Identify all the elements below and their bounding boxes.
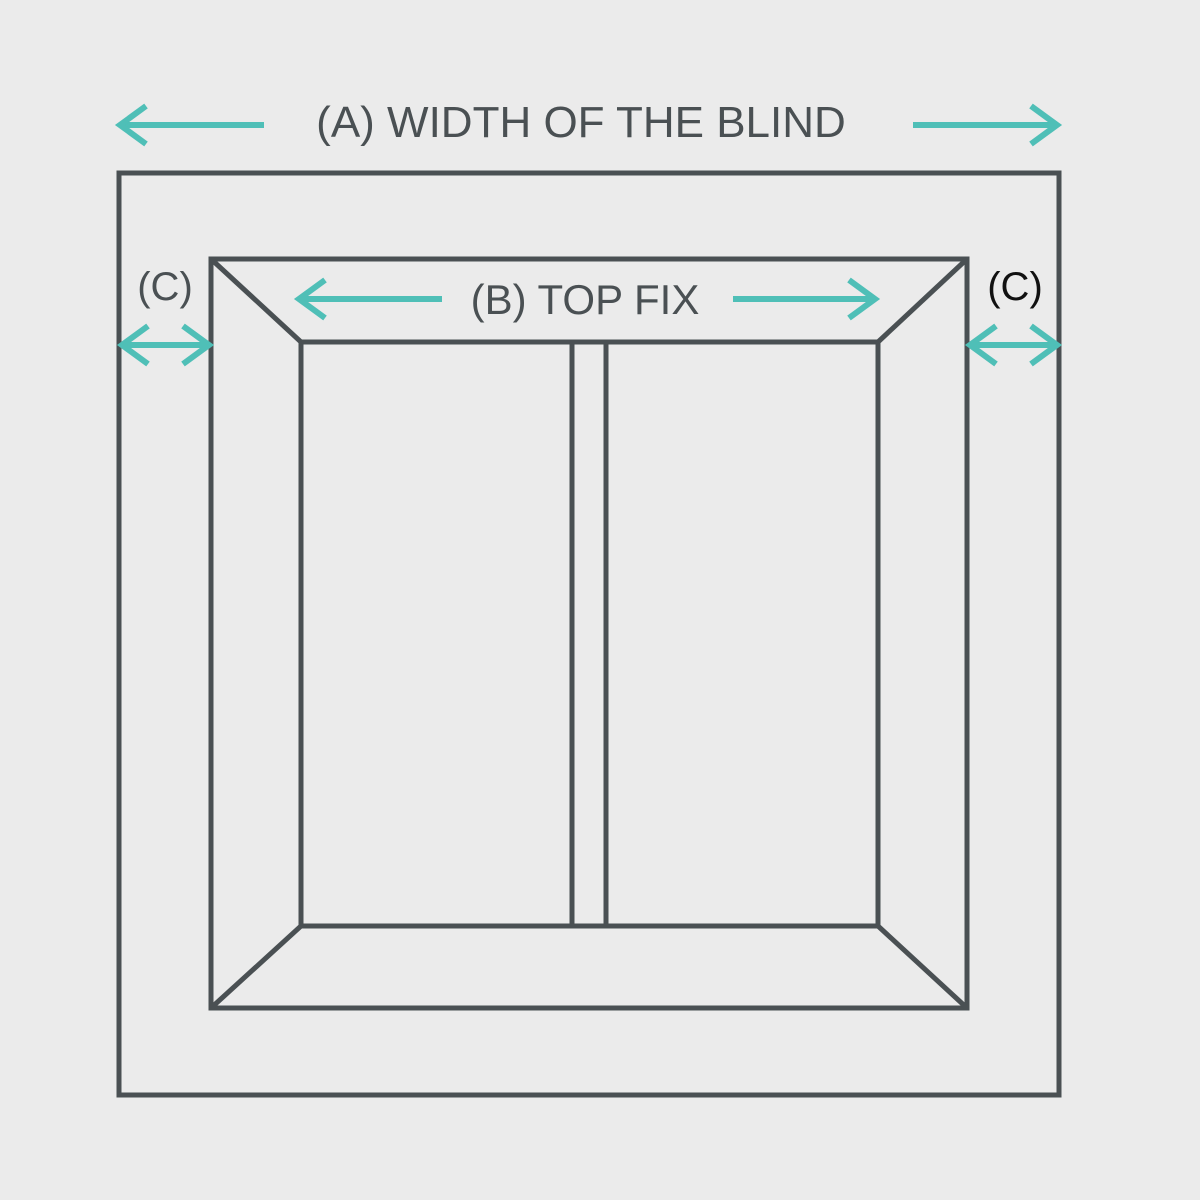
top-fix-arrow-right-icon bbox=[733, 277, 881, 321]
diagonal-top-right bbox=[876, 257, 969, 344]
width-arrow-left-icon bbox=[114, 103, 264, 147]
clearance-right-label: (C) bbox=[987, 265, 1043, 309]
window-mullion bbox=[569, 339, 609, 929]
diagonal-top-left bbox=[209, 257, 303, 344]
clearance-right-double-arrow-icon bbox=[964, 323, 1063, 367]
window-frame bbox=[208, 256, 970, 1011]
width-arrow-right-icon bbox=[913, 103, 1063, 147]
top-fix-arrow-left-icon bbox=[293, 277, 442, 321]
width-label: (A) WIDTH OF THE BLIND bbox=[316, 98, 846, 147]
outer-wall-outline bbox=[116, 170, 1062, 1098]
diagonal-bottom-left bbox=[209, 924, 303, 1010]
top-fix-label: (B) TOP FIX bbox=[471, 276, 700, 323]
frame-diagonals bbox=[209, 257, 969, 1010]
clearance-left-double-arrow-icon bbox=[116, 323, 215, 367]
diagonal-bottom-right bbox=[876, 924, 969, 1010]
clearance-left-label: (C) bbox=[137, 265, 193, 309]
